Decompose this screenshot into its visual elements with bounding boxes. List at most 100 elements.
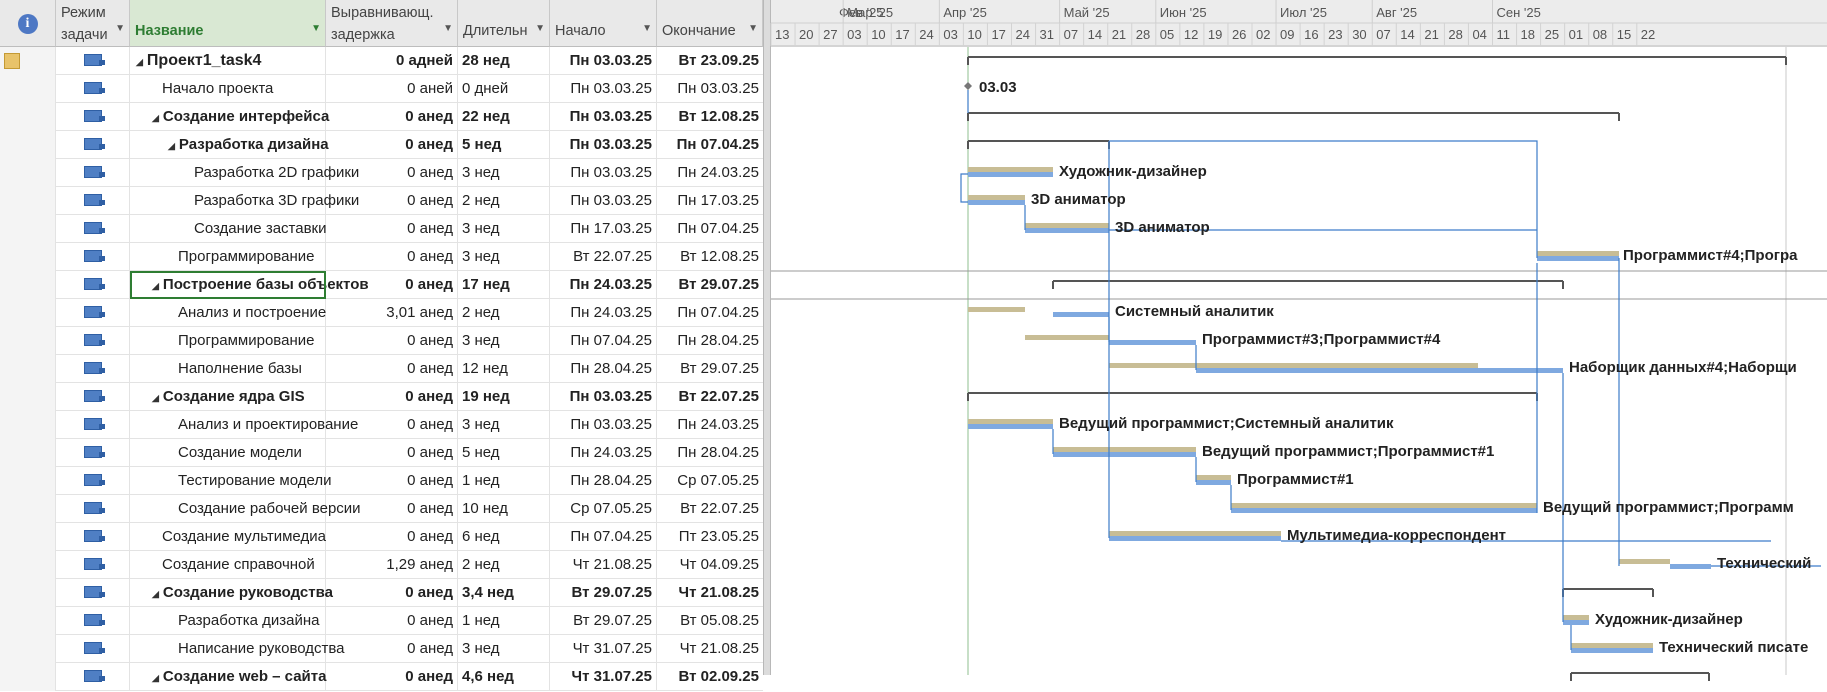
finish-cell[interactable]: Вт 29.07.25 [680,360,759,377]
duration-cell[interactable]: 0 дней [458,75,550,103]
task-mode-cell[interactable] [56,299,130,327]
start-cell[interactable]: Пн 28.04.25 [550,467,657,495]
indicator-cell[interactable] [0,523,56,551]
leveling-delay-column-header[interactable]: Выравнивающ. задержка ▼ [326,0,458,47]
leveling-delay-cell[interactable]: 0 адней [326,47,458,75]
start-cell[interactable]: Пн 28.04.25 [550,355,657,383]
task-name-cell[interactable]: Программирование [130,243,326,271]
task-mode-cell[interactable] [56,383,130,411]
duration-cell[interactable]: 3 нед [458,159,550,187]
start-cell[interactable]: Вт 29.07.25 [550,579,657,607]
duration-cell[interactable]: 4,6 нед [458,663,550,691]
duration-cell[interactable]: 19 нед [458,383,550,411]
finish-cell[interactable]: Вт 05.08.25 [680,612,759,629]
task-mode-cell[interactable] [56,635,130,663]
duration-cell[interactable]: 3 нед [458,411,550,439]
task-name-cell[interactable]: Разработка 2D графики [130,159,359,187]
collapse-triangle-icon[interactable]: ◢ [152,113,159,123]
indicator-cell[interactable] [0,439,56,467]
task-mode-cell[interactable] [56,243,130,271]
notes-icon[interactable] [4,53,20,69]
indicator-cell[interactable] [0,131,56,159]
indicator-cell[interactable] [0,355,56,383]
task-name-cell[interactable]: ◢Создание web – сайта [130,663,326,691]
leveling-delay-cell[interactable]: 1,29 анед [326,551,458,579]
collapse-triangle-icon[interactable]: ◢ [136,57,143,67]
indicator-cell[interactable] [0,579,56,607]
leveling-delay-cell[interactable]: 3,01 анед [326,299,458,327]
task-mode-cell[interactable] [56,663,130,691]
leveling-delay-cell[interactable]: 0 аней [326,75,458,103]
duration-cell[interactable]: 1 нед [458,607,550,635]
task-name-cell[interactable]: ◢Создание руководства [130,579,333,607]
indicators-column-header[interactable]: i [0,0,56,47]
task-mode-cell[interactable] [56,187,130,215]
task-mode-cell[interactable] [56,271,130,299]
finish-cell[interactable]: Вт 22.07.25 [678,388,759,405]
chevron-down-icon[interactable]: ▼ [115,23,125,34]
duration-cell[interactable]: 12 нед [458,355,550,383]
task-name-cell[interactable]: Написание руководства [130,635,345,663]
indicator-cell[interactable] [0,467,56,495]
duration-cell[interactable]: 3,4 нед [458,579,550,607]
indicator-cell[interactable] [0,299,56,327]
leveling-delay-cell[interactable]: 0 анед [326,663,458,691]
leveling-delay-cell[interactable]: 0 анед [326,355,458,383]
leveling-delay-cell[interactable]: 0 анед [326,215,458,243]
finish-cell[interactable]: Чт 04.09.25 [679,556,759,573]
collapse-triangle-icon[interactable]: ◢ [168,141,175,151]
indicator-cell[interactable] [0,383,56,411]
task-name-cell[interactable]: Программирование [130,327,326,355]
leveling-delay-cell[interactable]: 0 анед [326,103,458,131]
leveling-delay-cell[interactable]: 0 анед [326,579,458,607]
start-cell[interactable]: Вт 22.07.25 [550,243,657,271]
indicator-cell[interactable] [0,75,56,103]
finish-cell[interactable]: Пт 23.05.25 [678,528,759,545]
indicator-cell[interactable] [0,159,56,187]
duration-cell[interactable]: 28 нед [458,47,550,75]
start-cell[interactable]: Чт 21.08.25 [550,551,657,579]
task-name-cell[interactable]: Разработка дизайна [130,607,326,635]
leveling-delay-cell[interactable]: 0 анед [326,411,458,439]
finish-cell[interactable]: Чт 21.08.25 [679,640,759,657]
start-cell[interactable]: Чт 31.07.25 [550,635,657,663]
task-name-cell[interactable]: ◢Проект1_task4 [130,47,326,75]
start-cell[interactable]: Пн 03.03.25 [550,47,657,75]
collapse-triangle-icon[interactable]: ◢ [152,281,159,291]
task-name-cell[interactable]: Начало проекта [130,75,326,103]
task-mode-cell[interactable] [56,607,130,635]
task-name-cell[interactable]: ◢Создание интерфейса [130,103,329,131]
start-cell[interactable]: Пн 03.03.25 [550,187,657,215]
finish-cell[interactable]: Вт 22.07.25 [680,500,759,517]
start-cell[interactable]: Пн 24.03.25 [550,271,657,299]
leveling-delay-cell[interactable]: 0 анед [326,607,458,635]
name-column-header[interactable]: Название ▼ [130,0,326,47]
finish-cell[interactable]: Пн 17.03.25 [677,192,759,209]
indicator-cell[interactable] [0,411,56,439]
start-cell[interactable]: Пн 24.03.25 [550,439,657,467]
leveling-delay-cell[interactable]: 0 анед [326,383,458,411]
task-mode-cell[interactable] [56,355,130,383]
start-cell[interactable]: Вт 29.07.25 [550,607,657,635]
indicator-cell[interactable] [0,271,56,299]
start-cell[interactable]: Пн 03.03.25 [550,75,657,103]
indicator-cell[interactable] [0,663,56,691]
indicator-cell[interactable] [0,243,56,271]
indicator-cell[interactable] [0,635,56,663]
start-cell[interactable]: Пн 17.03.25 [550,215,657,243]
